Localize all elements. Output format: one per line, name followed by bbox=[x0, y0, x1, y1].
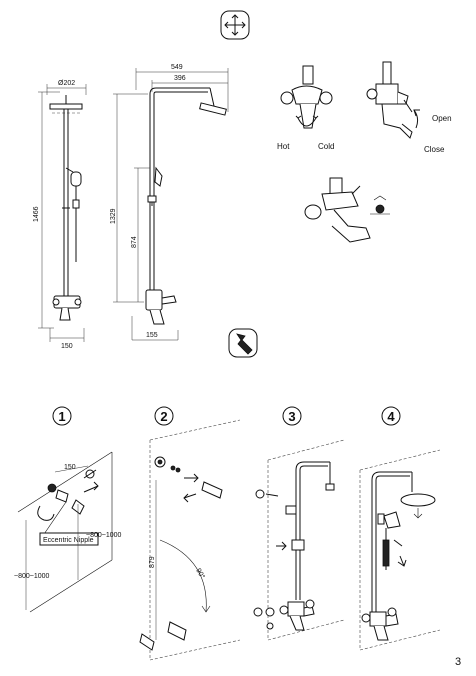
side-view-drawing: 549 396 1329 874 155 bbox=[110, 64, 229, 341]
svg-text:2: 2 bbox=[160, 409, 167, 424]
front-view-drawing: Ø202 150 1466 bbox=[33, 80, 87, 350]
dim-diameter-202: Ø202 bbox=[58, 80, 75, 87]
hot-label: Hot bbox=[277, 142, 290, 151]
dim-width-396: 396 bbox=[174, 75, 186, 82]
diverter-diagram bbox=[304, 177, 390, 243]
eccentric-nipple-label: Eccentric Nipple bbox=[43, 537, 94, 544]
hot-cold-diagram: Hot Cold bbox=[277, 65, 334, 151]
dim-depth-155: 155 bbox=[146, 332, 158, 339]
wrench-icon bbox=[228, 328, 258, 358]
dim-height-1466: 1466 bbox=[33, 206, 40, 222]
step-2-drawing: 879 90° bbox=[139, 419, 241, 661]
dim-width-549: 549 bbox=[171, 64, 183, 71]
step-1-badge: 1 bbox=[52, 406, 72, 426]
dim-bottom-150: 150 bbox=[61, 343, 73, 350]
dim-height-1329: 1329 bbox=[110, 208, 117, 224]
step2-dim-90: 90° bbox=[194, 567, 206, 580]
open-close-diagram: Open Close bbox=[366, 61, 452, 154]
close-label: Close bbox=[424, 145, 445, 154]
step-1-drawing: 150 Eccentric Nipple ~800~1000 ~800~1000 bbox=[14, 451, 122, 613]
step-4-badge: 4 bbox=[381, 406, 401, 426]
open-label: Open bbox=[432, 114, 452, 123]
svg-text:3: 3 bbox=[288, 409, 295, 424]
svg-text:1: 1 bbox=[58, 409, 65, 424]
step2-dim-879: 879 bbox=[149, 556, 156, 568]
cold-label: Cold bbox=[318, 142, 334, 151]
step1-dim-150: 150 bbox=[64, 464, 76, 471]
step-3-badge: 3 bbox=[282, 406, 302, 426]
step-4-drawing bbox=[359, 449, 441, 651]
page-number: 3 bbox=[455, 656, 461, 668]
step1-range-height: ~800~1000 bbox=[14, 573, 50, 580]
svg-text:4: 4 bbox=[387, 409, 395, 424]
dim-height-874: 874 bbox=[131, 236, 138, 248]
step1-range-vertical: ~800~1000 bbox=[86, 532, 122, 539]
step-3-drawing bbox=[253, 439, 345, 641]
crosshair-icon bbox=[220, 10, 250, 40]
step-2-badge: 2 bbox=[154, 406, 174, 426]
